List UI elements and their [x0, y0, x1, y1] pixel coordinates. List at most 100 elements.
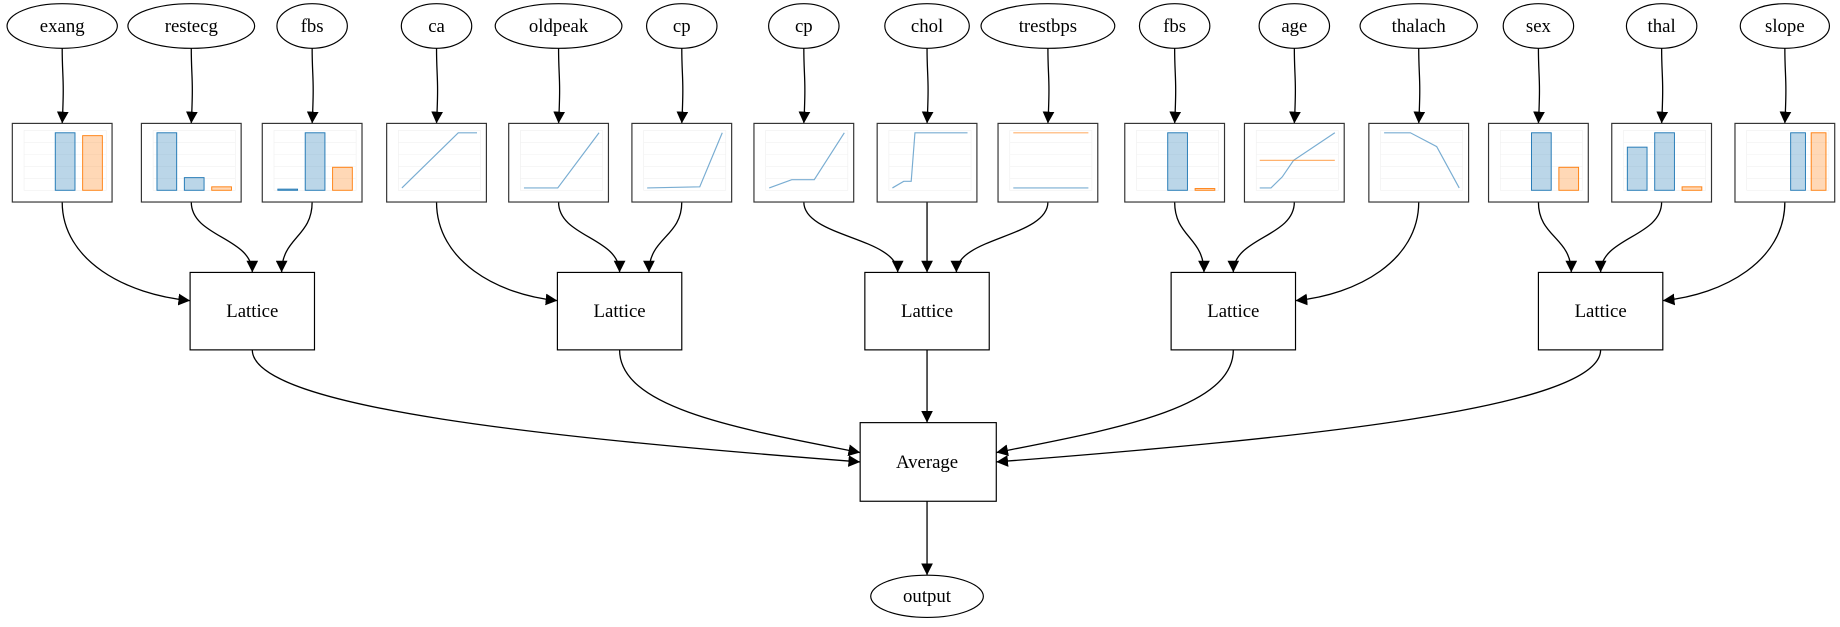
edge-lattice-to-average	[996, 349, 1234, 457]
lattice-label: Lattice	[1575, 301, 1627, 322]
average-label: Average	[896, 452, 958, 473]
edge-calibrator-to-lattice	[435, 202, 558, 306]
calibrator-thumbnail	[876, 122, 978, 203]
calibrator-bar	[1531, 132, 1552, 191]
feature-ellipse[interactable]	[1258, 3, 1331, 49]
lattice-node: Lattice	[189, 271, 316, 351]
calibrator-bar	[183, 177, 205, 191]
feature-ellipse[interactable]	[1625, 3, 1698, 49]
calibrator-line	[769, 132, 845, 189]
calibrator-bar	[1626, 146, 1648, 191]
lattice-box[interactable]	[864, 271, 990, 351]
calibrator-line	[401, 132, 478, 189]
edge-feature-to-calibrator	[431, 48, 443, 124]
feature-ellipse[interactable]	[400, 3, 473, 49]
edge-feature-to-calibrator	[1533, 48, 1545, 124]
feature-ellipse[interactable]	[127, 3, 256, 49]
calibrator-bar	[304, 132, 326, 191]
plot-area	[888, 130, 972, 191]
calibrator-line	[647, 132, 723, 189]
feature-label: chol	[911, 16, 943, 37]
calibrator-bar	[211, 186, 232, 191]
plot-area	[1380, 130, 1464, 191]
edge-lattice-to-average	[251, 349, 861, 467]
edge-calibrator-to-lattice	[1295, 202, 1420, 306]
feature-label: slope	[1765, 16, 1805, 37]
calibrator-bar	[1194, 188, 1216, 191]
calibrator-bar	[1654, 132, 1675, 191]
average-box[interactable]	[859, 422, 997, 502]
feature-ellipse[interactable]	[276, 3, 348, 49]
calibrator-bar	[82, 135, 103, 191]
calibrator-thumbnail	[1243, 122, 1345, 203]
lattice-label: Lattice	[226, 301, 278, 322]
plot-area	[1746, 130, 1830, 191]
edge-feature-to-calibrator	[553, 48, 566, 124]
feature-ellipse[interactable]	[1739, 3, 1831, 49]
feature-label: fbs	[301, 16, 324, 37]
feature-label: age	[1281, 16, 1307, 37]
calibrator-thumbnail	[631, 122, 733, 203]
feature-label: trestbps	[1019, 16, 1077, 37]
feature-label: thalach	[1392, 16, 1447, 37]
feature-label: exang	[40, 16, 85, 37]
feature-ellipse[interactable]	[768, 3, 840, 49]
feature-ellipse[interactable]	[884, 3, 970, 49]
average-node: Average	[859, 422, 997, 502]
plot-area	[1499, 130, 1583, 191]
feature-ellipse[interactable]	[645, 3, 718, 49]
feature-ellipse[interactable]	[980, 3, 1116, 49]
calibrator-line	[523, 132, 600, 189]
feature-label: ca	[428, 16, 445, 37]
edge-lattice-to-average	[996, 349, 1602, 467]
calibrator-thumbnail	[386, 122, 487, 203]
calibrator-thumbnail	[1734, 122, 1836, 203]
plot-area	[1009, 130, 1093, 191]
lattice-node: Lattice	[1170, 271, 1297, 351]
calibrator-bar	[1810, 132, 1827, 191]
plot-area	[520, 130, 603, 191]
calibrator-thumbnail	[508, 122, 610, 203]
calibrator-thumbnail	[140, 122, 242, 203]
edge-calibrator-to-lattice	[275, 202, 313, 273]
calibrator-thumbnail	[11, 122, 113, 203]
lattice-node: Lattice	[864, 271, 990, 351]
input-node-cp: cp	[645, 3, 718, 49]
edge-calibrator-to-lattice	[1662, 202, 1786, 306]
calibrator-bar	[1558, 166, 1580, 191]
feature-ellipse[interactable]	[1138, 3, 1211, 49]
lattice-box[interactable]	[189, 271, 316, 351]
lattice-box[interactable]	[1537, 271, 1664, 351]
edge-feature-to-calibrator	[1413, 48, 1426, 124]
feature-ellipse[interactable]	[6, 3, 118, 49]
lattice-label: Lattice	[1207, 301, 1259, 322]
edge-calibrator-to-lattice	[1537, 202, 1578, 273]
edge-feature-to-calibrator	[1289, 48, 1301, 124]
edge-feature-to-calibrator	[306, 48, 319, 124]
feature-ellipse[interactable]	[1502, 3, 1575, 49]
edge-calibrator-to-lattice	[1227, 202, 1295, 273]
calibrator-line	[892, 132, 968, 189]
edge-calibrator-to-lattice	[1594, 202, 1663, 273]
calibrator-bar	[156, 132, 178, 191]
edges-layer	[56, 48, 1792, 576]
calibrator-bar	[54, 132, 76, 191]
edge-feature-to-calibrator	[921, 48, 934, 124]
calibrator-thumbnail	[1611, 122, 1713, 203]
plot-area	[643, 130, 727, 191]
input-node-exang: exang	[6, 3, 118, 49]
feature-ellipse[interactable]	[1359, 3, 1478, 49]
edge-lattice-to-average	[618, 349, 861, 457]
edge-feature-to-calibrator	[676, 48, 689, 124]
edge-feature-to-calibrator	[186, 48, 198, 124]
input-node-age: age	[1258, 3, 1331, 49]
output-ellipse[interactable]	[870, 574, 984, 619]
lattice-box[interactable]	[556, 271, 683, 351]
calibrator-line	[1384, 132, 1460, 189]
feature-ellipse[interactable]	[494, 3, 623, 49]
plot-area	[1136, 130, 1219, 191]
edge-feature-to-calibrator	[798, 48, 811, 124]
calibrator-bar	[277, 188, 299, 191]
lattice-box[interactable]	[1170, 271, 1297, 351]
